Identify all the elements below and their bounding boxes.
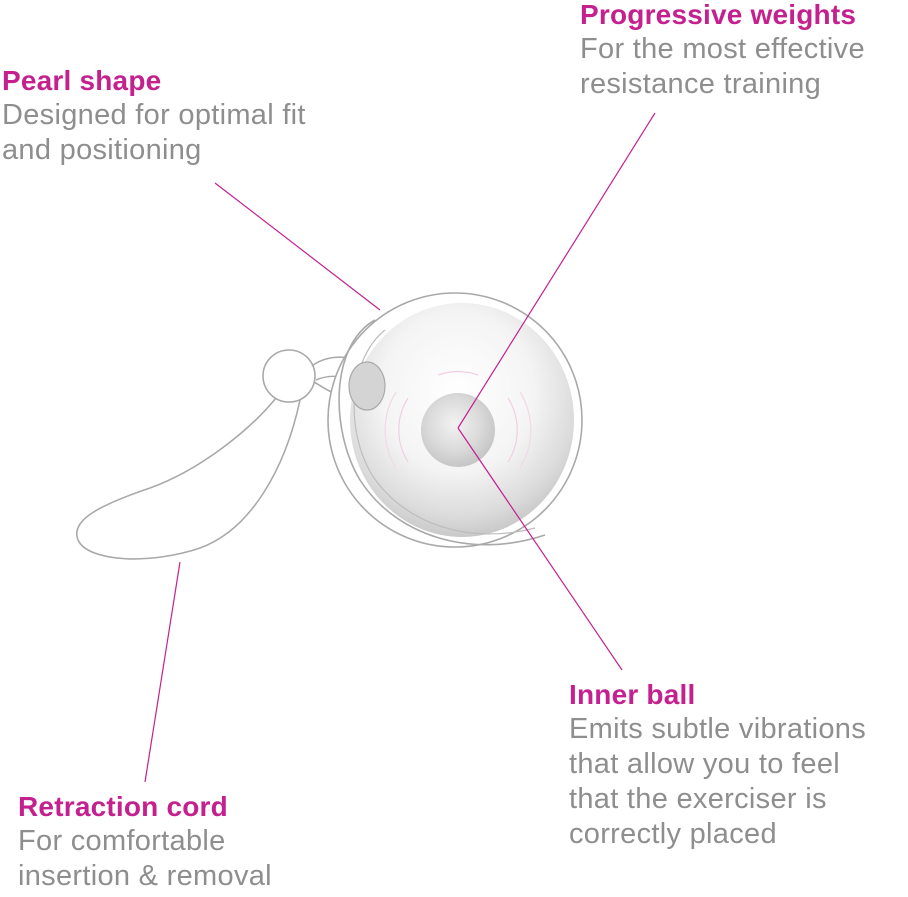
description-line: For comfortable (18, 825, 226, 857)
callout-description: Emits subtle vibrations that allow you t… (569, 712, 866, 852)
description-line: Emits subtle vibrations (569, 713, 867, 745)
callout-inner-ball: Inner ball Emits subtle vibrations that … (569, 678, 866, 852)
leader-line-progressive-weights (457, 112, 656, 429)
callout-title: Retraction cord (18, 791, 228, 822)
inner-ball (384, 371, 532, 469)
description-line: insertion & removal (18, 860, 272, 892)
callout-description: For comfortable insertion & removal (18, 824, 272, 894)
leader-line-retraction-cord (144, 561, 181, 783)
description-line: For the most effective (580, 33, 865, 65)
cord-loop (75, 397, 301, 560)
callout-title: Progressive weights (580, 0, 857, 30)
callout-pearl-shape: Pearl shape Designed for optimal fit and… (2, 64, 306, 168)
description-line: correctly placed (569, 818, 777, 850)
callout-description: Designed for optimal fit and positioning (2, 98, 306, 168)
vibration-arc (507, 397, 518, 463)
cord-end-bead (262, 349, 316, 403)
callout-title: Pearl shape (2, 65, 162, 96)
callout-title: Inner ball (569, 679, 696, 710)
vibration-arc (384, 391, 397, 469)
callout-description: For the most effective resistance traini… (580, 32, 865, 102)
description-line: that allow you to feel (569, 748, 840, 780)
vibration-arc (519, 391, 532, 469)
pearl-rim (338, 319, 546, 546)
description-line: that the exerciser is (569, 783, 827, 815)
description-line: resistance training (580, 68, 822, 100)
leader-line-inner-ball (457, 427, 623, 671)
callout-retraction-cord: Retraction cord For comfortable insertio… (18, 790, 272, 894)
vibration-arc (398, 397, 409, 463)
vibration-arc (437, 371, 479, 376)
leader-line-pearl-shape (214, 182, 381, 311)
leader-lines (144, 112, 656, 783)
cord-socket (348, 361, 386, 411)
description-line: Designed for optimal fit (2, 99, 306, 131)
inner-ball-core (421, 393, 495, 467)
description-line: and positioning (2, 134, 202, 166)
callout-progressive-weights: Progressive weights For the most effecti… (580, 0, 865, 102)
